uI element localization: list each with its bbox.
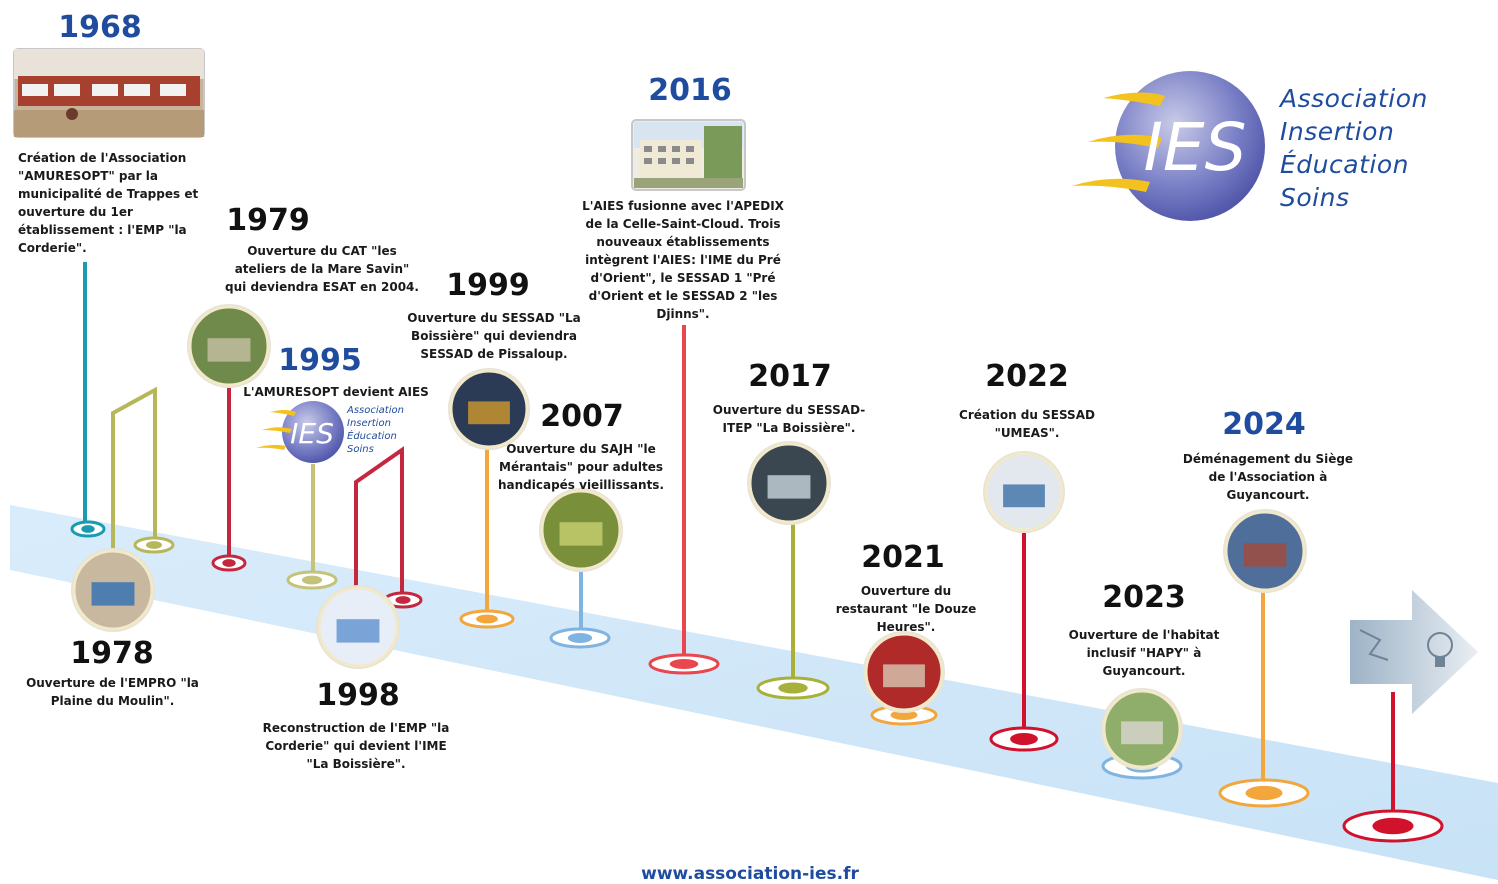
year-2023: 2023 <box>1102 580 1186 615</box>
year-2022: 2022 <box>985 359 1069 394</box>
footer-url[interactable]: www.association-ies.fr <box>641 864 859 884</box>
photo-2023 <box>1101 688 1183 770</box>
marker-1999 <box>459 609 515 629</box>
description-2024: Déménagement du Siège de l'Association à… <box>1182 452 1354 502</box>
year-2016: 2016 <box>648 73 732 108</box>
brand-name-1995-line-1: Association <box>347 405 404 416</box>
photo-circles <box>71 304 1307 770</box>
brand-name: Association Insertion Éducation Soins <box>1280 82 1490 214</box>
description-1999: Ouverture du SESSAD "La Boissière" qui d… <box>407 311 581 361</box>
photo-1978 <box>71 548 155 632</box>
year-1998: 1998 <box>316 678 400 713</box>
brand-logo-letters: IES <box>1143 109 1246 186</box>
timeline-markers <box>70 520 1444 843</box>
marker-1979 <box>211 554 247 572</box>
connector-1998 <box>354 446 404 598</box>
year-2007: 2007 <box>540 399 624 434</box>
future-arrow-icon <box>1350 590 1478 714</box>
marker-2022 <box>989 726 1059 752</box>
photo-2007 <box>539 488 623 572</box>
brand-name-1995: Association Insertion Éducation Soins <box>347 404 427 456</box>
description-2017: Ouverture du SESSAD-ITEP "La Boissière". <box>712 403 866 435</box>
marker-1968 <box>70 520 106 538</box>
brand-name-1995-line-2: Insertion <box>347 418 391 429</box>
marker-1995 <box>286 570 338 590</box>
brand-name-1995-line-3: Éducation <box>347 431 397 442</box>
photo-1968 <box>13 48 205 138</box>
photo-2022 <box>983 451 1065 533</box>
marker-2007 <box>549 627 611 649</box>
photo-1998 <box>316 585 400 669</box>
brand-name-line-4: Soins <box>1280 183 1350 212</box>
brand-name-line-2: Insertion <box>1280 117 1395 146</box>
brand-logo-1995: IES <box>256 401 344 463</box>
description-1968: Création de l'Association "AMURESOPT" pa… <box>18 151 199 255</box>
brand-logo-1995-letters: IES <box>290 417 334 450</box>
year-1995: 1995 <box>278 343 362 378</box>
year-1999: 1999 <box>446 268 530 303</box>
photo-1999 <box>448 368 530 450</box>
year-2021: 2021 <box>861 540 945 575</box>
photo-2021 <box>863 631 945 713</box>
year-1968: 1968 <box>58 10 142 45</box>
marker-2016 <box>648 653 720 675</box>
description-1998: Reconstruction de l'EMP "la Corderie" qu… <box>262 721 450 771</box>
brand-logo: IES <box>1072 71 1265 221</box>
marker-future <box>1342 809 1444 843</box>
year-2017: 2017 <box>748 359 832 394</box>
description-2021: Ouverture du restaurant "le Douze Heures… <box>835 584 977 634</box>
brand-name-line-1: Association <box>1280 84 1428 113</box>
marker-1978 <box>133 536 175 554</box>
photo-1979 <box>187 304 271 388</box>
marker-2017 <box>756 676 830 700</box>
photo-2017 <box>747 441 831 525</box>
description-2023: Ouverture de l'habitat inclusif "HAPY" à… <box>1068 628 1220 678</box>
photo-2016 <box>631 119 746 191</box>
description-1978: Ouverture de l'EMPRO "la Plaine du Mouli… <box>26 676 199 708</box>
photo-2024 <box>1223 509 1307 593</box>
description-1979: Ouverture du CAT "les ateliers de la Mar… <box>225 244 419 294</box>
year-1979: 1979 <box>226 203 310 238</box>
brand-name-1995-line-4: Soins <box>347 444 374 455</box>
description-2022: Création du SESSAD "UMEAS". <box>959 408 1095 440</box>
year-1978: 1978 <box>70 636 154 671</box>
description-1995: L'AMURESOPT devient AIES <box>243 385 429 399</box>
connector-1978 <box>111 386 157 555</box>
brand-name-line-3: Éducation <box>1280 150 1409 179</box>
description-2016: L'AIES fusionne avec l'APEDIX de la Cell… <box>582 199 784 321</box>
year-2024: 2024 <box>1222 407 1306 442</box>
description-2007: Ouverture du SAJH "le Mérantais" pour ad… <box>497 442 665 492</box>
marker-2024 <box>1218 778 1310 808</box>
